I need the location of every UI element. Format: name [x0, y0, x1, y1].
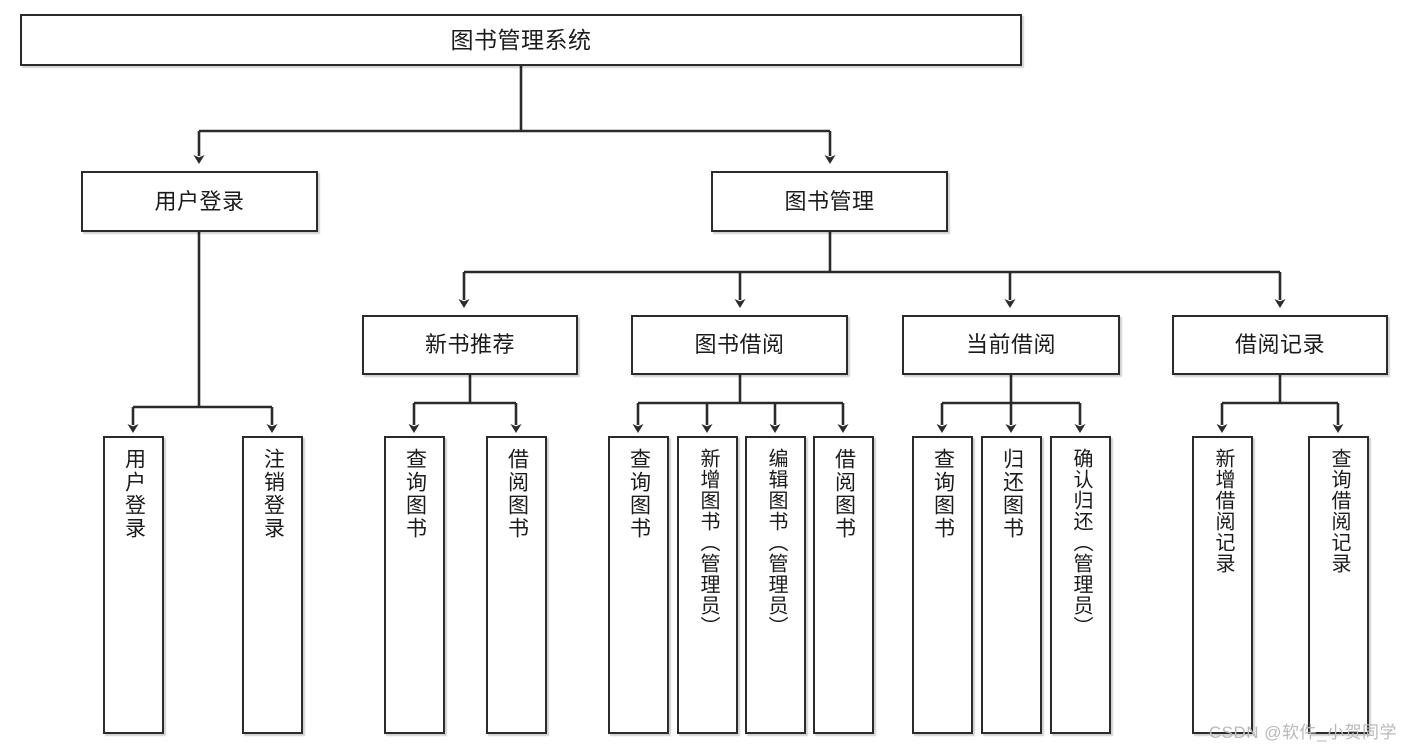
- leaf-borrow-book-2-label: 借阅图书: [832, 448, 856, 540]
- node-user-login[interactable]: 用户登录: [81, 171, 318, 232]
- watermark: CSDN @软件_小贺同学: [1208, 723, 1397, 742]
- leaf-query-book-2[interactable]: 查询图书: [608, 436, 669, 734]
- leaf-edit-book[interactable]: 编辑图书（管理员）: [745, 436, 806, 734]
- leaf-confirm-return[interactable]: 确认归还（管理员）: [1050, 436, 1111, 734]
- leaf-query-book-3-label: 查询图书: [931, 448, 955, 540]
- node-borrow-record-label: 借阅记录: [1234, 332, 1325, 357]
- leaf-logout[interactable]: 注销登录: [242, 436, 303, 734]
- leaf-return-book[interactable]: 归还图书: [981, 436, 1042, 734]
- node-book-borrow[interactable]: 图书借阅: [631, 315, 848, 375]
- leaf-borrow-book-2[interactable]: 借阅图书: [813, 436, 874, 734]
- leaf-query-record-label: 查询借阅记录: [1328, 448, 1350, 574]
- leaf-edit-book-label: 编辑图书（管理员）: [765, 448, 787, 637]
- node-book-borrow-label: 图书借阅: [694, 332, 785, 357]
- leaf-return-book-label: 归还图书: [1000, 448, 1024, 540]
- node-new-book-rec[interactable]: 新书推荐: [362, 315, 578, 375]
- node-new-book-rec-label: 新书推荐: [424, 332, 515, 357]
- leaf-query-book-1[interactable]: 查询图书: [384, 436, 445, 734]
- leaf-logout-label: 注销登录: [261, 448, 285, 540]
- node-book-manage-label: 图书管理: [784, 188, 875, 214]
- leaf-user-login-label: 用户登录: [122, 448, 146, 540]
- node-root[interactable]: 图书管理系统: [20, 14, 1022, 66]
- node-current-borrow-label: 当前借阅: [965, 332, 1056, 357]
- leaf-borrow-book-1-label: 借阅图书: [505, 448, 529, 540]
- leaf-add-record-label: 新增借阅记录: [1212, 448, 1234, 574]
- leaf-add-book-label: 新增图书（管理员）: [697, 448, 719, 637]
- leaf-query-record[interactable]: 查询借阅记录: [1308, 436, 1369, 734]
- leaf-add-book[interactable]: 新增图书（管理员）: [677, 436, 738, 734]
- node-current-borrow[interactable]: 当前借阅: [902, 315, 1120, 375]
- leaf-query-book-1-label: 查询图书: [403, 448, 427, 540]
- node-user-login-label: 用户登录: [154, 188, 245, 214]
- leaf-add-record[interactable]: 新增借阅记录: [1192, 436, 1253, 734]
- leaf-query-book-2-label: 查询图书: [627, 448, 651, 540]
- leaf-query-book-3[interactable]: 查询图书: [912, 436, 973, 734]
- leaf-borrow-book-1[interactable]: 借阅图书: [486, 436, 547, 734]
- node-borrow-record[interactable]: 借阅记录: [1172, 315, 1388, 375]
- node-book-manage[interactable]: 图书管理: [711, 171, 948, 232]
- node-root-label: 图书管理系统: [450, 26, 592, 53]
- leaf-confirm-return-label: 确认归还（管理员）: [1070, 448, 1092, 637]
- leaf-user-login[interactable]: 用户登录: [103, 436, 164, 734]
